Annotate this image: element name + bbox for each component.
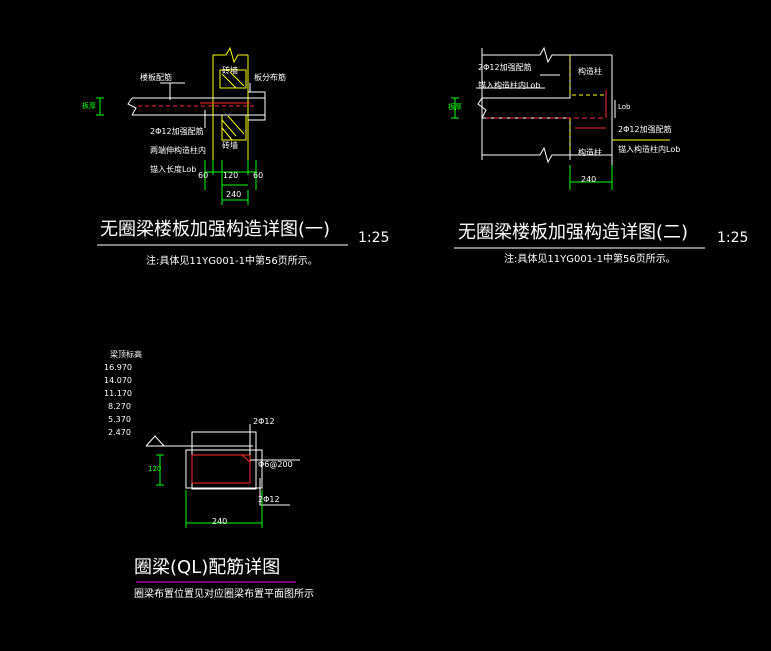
detail-1-title: 无圈梁楼板加强构造详图(一) — [100, 219, 331, 240]
detail-2-scale: 1:25 — [717, 230, 749, 246]
reinf-rebar-label: 2Φ12加强配筋 — [150, 127, 204, 136]
detail-1-scale: 1:25 — [358, 230, 390, 246]
detail-3-note: 圈梁布置位置见对应圈梁布置平面图所示 — [134, 589, 314, 600]
height-dim-label: 120 — [148, 465, 162, 473]
stirrup-label: Φ6@200 — [258, 460, 293, 469]
detail-1-graphic — [96, 46, 266, 205]
level-2: 14.070 — [104, 376, 132, 385]
level-table-title: 梁顶标高 — [110, 350, 142, 359]
anchor-label-1: 两端伸构造柱内 — [150, 146, 206, 155]
reinf-label-right: 2Φ12加强配筋 — [618, 125, 672, 134]
anchor-label-right: 锚入构造柱内Lob — [618, 145, 681, 154]
column-label-bottom: 构造柱 — [578, 148, 602, 157]
detail-2-graphic — [451, 46, 670, 190]
lob-label: Lob — [618, 103, 631, 111]
level-3: 11.170 — [104, 389, 132, 398]
column-label-top: 构造柱 — [578, 67, 602, 76]
detail-3-graphic — [145, 424, 300, 528]
level-6: 2.470 — [108, 428, 131, 437]
bottom-rebar-label: 2Φ12 — [258, 495, 280, 504]
top-rebar-label: 2Φ12 — [253, 417, 275, 426]
detail-3-title: 圈梁(QL)配筋详图 — [134, 557, 281, 578]
detail-1-note: 注:具体见11YG001-1中第56页所示。 — [146, 256, 318, 267]
dim-120: 120 — [223, 171, 239, 180]
level-4: 8.270 — [108, 402, 131, 411]
side-dim-label-1: 板厚 — [82, 102, 96, 110]
level-5: 5.370 — [108, 415, 131, 424]
detail-2-title: 无圈梁楼板加强构造详图(二) — [458, 222, 689, 243]
dist-rebar-label: 板分布筋 — [254, 73, 286, 82]
anchor-label-2: 锚入长度Lob — [150, 165, 197, 174]
detail-2-note: 注:具体见11YG001-1中第56页所示。 — [504, 254, 676, 265]
wall-label-2: 砖墙 — [222, 141, 238, 150]
slab-rebar-label: 楼板配筋 — [140, 73, 172, 82]
dim-60-left: 60 — [198, 171, 209, 180]
dim-240-2: 240 — [581, 175, 597, 184]
width-dim-label: 240 — [212, 517, 228, 526]
anchor-label-top: 锚入构造柱内Lob — [478, 81, 541, 90]
dim-240-1: 240 — [226, 190, 242, 199]
level-1: 16.970 — [104, 363, 132, 372]
reinf-label-top: 2Φ12加强配筋 — [478, 63, 532, 72]
dim-60-right: 60 — [253, 171, 264, 180]
wall-label: 砖墙 — [222, 66, 238, 75]
side-dim-label-2: 板厚 — [448, 103, 462, 111]
